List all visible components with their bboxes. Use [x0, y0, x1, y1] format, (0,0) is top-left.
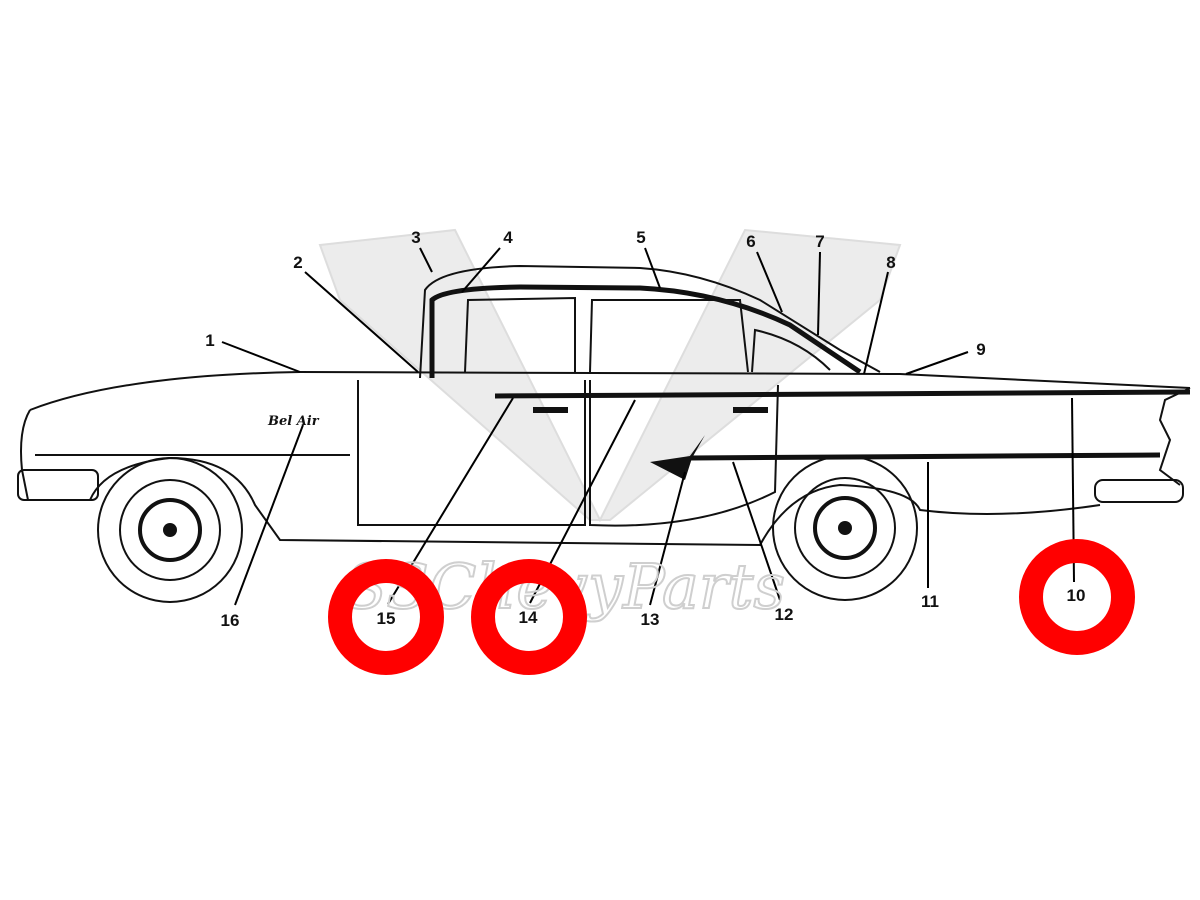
callout-12: 12 [775, 605, 794, 624]
callout-13: 13 [641, 610, 660, 629]
callout-6: 6 [746, 232, 755, 251]
callout-7: 7 [815, 232, 824, 251]
callout-labels: 1 2 3 4 5 6 7 8 9 10 11 12 13 14 15 16 [205, 228, 1085, 630]
callout-16: 16 [221, 611, 240, 630]
side-ornament [650, 435, 705, 480]
callout-9: 9 [976, 340, 985, 359]
callout-4: 4 [503, 228, 513, 247]
front-wheel [97, 457, 243, 603]
bel-air-emblem: Bel Air [267, 414, 320, 429]
rear-wheel [772, 455, 918, 601]
callout-10: 10 [1067, 586, 1086, 605]
car-body: Bel Air [17, 264, 1191, 603]
callout-8: 8 [886, 253, 895, 272]
highlight-ring-15 [328, 559, 444, 675]
callout-11: 11 [921, 592, 939, 611]
callout-1: 1 [205, 331, 214, 350]
highlight-ring-14 [471, 559, 587, 675]
callout-3: 3 [411, 228, 420, 247]
callout-2: 2 [293, 253, 302, 272]
chevrolet-v-logo-watermark [318, 228, 902, 523]
callout-14: 14 [519, 608, 538, 627]
callout-15: 15 [377, 609, 396, 628]
callout-5: 5 [636, 228, 645, 247]
highlight-ring-10 [1019, 539, 1135, 655]
